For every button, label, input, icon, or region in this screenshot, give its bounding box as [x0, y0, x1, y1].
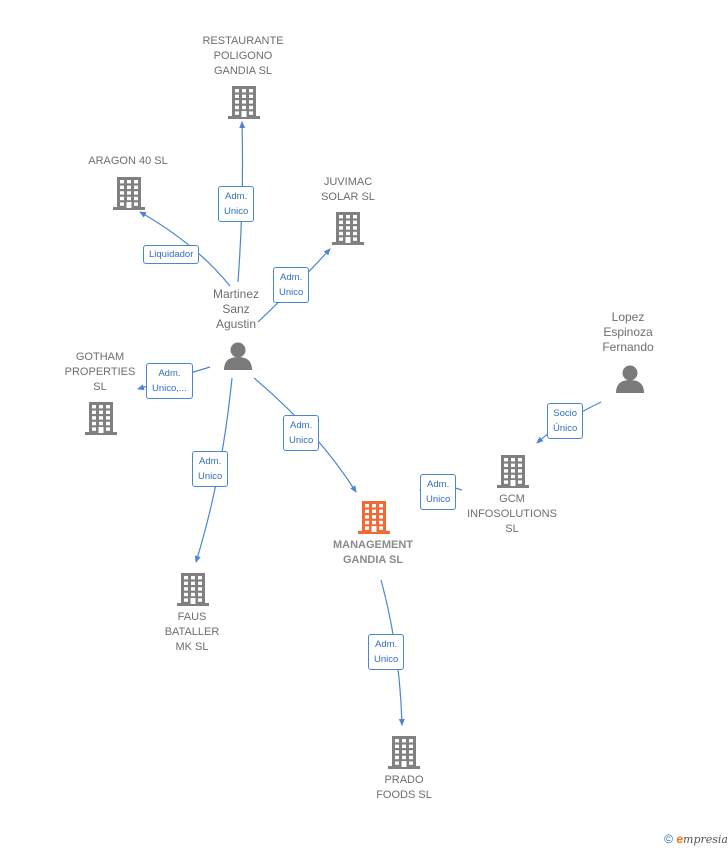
brand-e-mark: e: [676, 832, 684, 846]
edge-label-martinez-gotham: Adm. Unico,...: [146, 363, 193, 399]
edge-label-gcm-management: Adm. Unico: [420, 474, 457, 510]
node-label-gcm[interactable]: GCM INFOSOLUTIONS SL: [467, 493, 557, 535]
building-icon-restaurante[interactable]: [228, 86, 260, 119]
building-icon-management[interactable]: [358, 501, 390, 534]
brand-name: mpresia: [683, 833, 728, 846]
edge-label-martinez-juvimac: Adm. Unico: [273, 267, 310, 303]
edge-label-martinez-faus: Adm. Unico: [192, 451, 229, 487]
building-icon-aragon[interactable]: [113, 177, 145, 210]
node-label-aragon[interactable]: ARAGON 40 SL: [88, 155, 168, 167]
node-label-restaurante[interactable]: RESTAURANTE POLIGONO GANDIA SL: [202, 35, 284, 77]
edge-label-martinez-aragon: Liquidador: [143, 245, 200, 264]
node-label-martinez[interactable]: Martinez Sanz Agustin: [212, 287, 260, 331]
person-icon-lopez[interactable]: [616, 365, 644, 394]
edge-label-management-prado: Adm. Unico: [368, 634, 405, 670]
node-label-lopez[interactable]: Lopez Espinoza Fernando: [602, 310, 654, 354]
edge-label-lopez-gcm: Socio Único: [547, 403, 584, 439]
building-icon-faus[interactable]: [177, 573, 209, 606]
person-icon-martinez[interactable]: [224, 342, 252, 371]
node-label-juvimac[interactable]: JUVIMAC SOLAR SL: [321, 176, 375, 203]
node-label-prado[interactable]: PRADO FOODS SL: [376, 774, 432, 801]
copyright-icon: ©: [664, 832, 673, 846]
building-icon-gotham[interactable]: [85, 402, 117, 435]
edge-label-martinez-management: Adm. Unico: [283, 415, 320, 451]
node-label-faus[interactable]: FAUS BATALLER MK SL: [164, 611, 220, 653]
building-icon-prado[interactable]: [388, 736, 420, 769]
node-label-gotham[interactable]: GOTHAM PROPERTIES SL: [64, 351, 136, 393]
building-icon-juvimac[interactable]: [332, 212, 364, 245]
building-icon-gcm[interactable]: [497, 455, 529, 488]
node-label-management[interactable]: MANAGEMENT GANDIA SL: [332, 539, 414, 566]
footer-brand: © empresia: [664, 832, 728, 846]
edge-label-martinez-restaurante: Adm. Unico: [218, 186, 255, 222]
